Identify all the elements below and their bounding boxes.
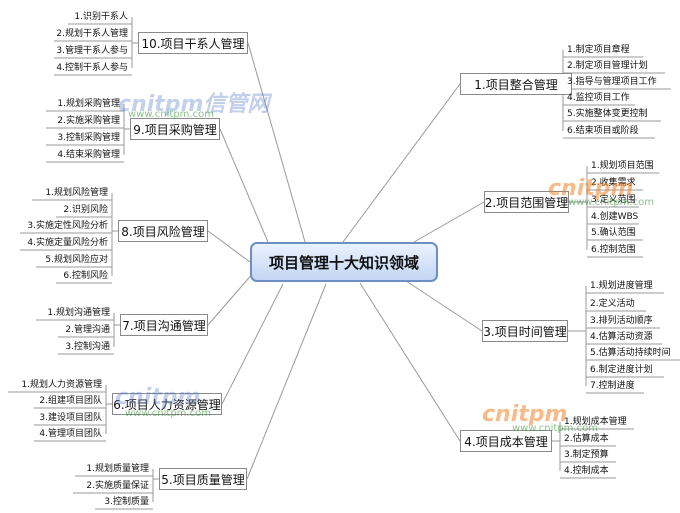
connector-center-to-branch-3 [399, 276, 483, 332]
branch-topic-7[interactable]: 7.项目沟通管理 [120, 314, 208, 336]
subtopic-item[interactable]: 2.管理沟通 [65, 325, 110, 335]
subtopic-item[interactable]: 3.指导与管理项目工作 [567, 77, 657, 87]
branch-topic-2[interactable]: 2.项目范围管理 [484, 191, 569, 213]
connector-center-to-branch-5 [246, 283, 327, 480]
subtopic-item[interactable]: 4.控制成本 [564, 466, 609, 476]
subtopic-item[interactable]: 3.控制采购管理 [57, 133, 120, 143]
subtopic-item[interactable]: 3.实施定性风险分析 [27, 221, 108, 231]
subtopic-item[interactable]: 2.制定项目管理计划 [567, 61, 648, 71]
subtopic-item[interactable]: 4.创建WBS [591, 212, 639, 222]
subtopic-item[interactable]: 2.规划干系人管理 [56, 29, 128, 39]
subtopic-item[interactable]: 3.管理干系人参与 [56, 46, 128, 56]
subtopic-item[interactable]: 4.管理项目团队 [39, 429, 102, 439]
subtopic-item[interactable]: 4.估算活动资源 [590, 332, 653, 342]
subtopic-item[interactable]: 1.规划项目范围 [591, 161, 654, 171]
connector-center-to-branch-1 [342, 83, 461, 243]
connector-center-to-branch-10 [247, 42, 306, 243]
subtopic-item[interactable]: 1.规划风险管理 [45, 188, 108, 198]
subtopic-item[interactable]: 5.估算活动持续时间 [590, 348, 671, 358]
subtopic-item[interactable]: 7.控制进度 [590, 381, 635, 391]
branch-topic-10[interactable]: 10.项目干系人管理 [138, 32, 248, 54]
subtopic-item[interactable]: 2.实施采购管理 [57, 116, 120, 126]
subtopic-item[interactable]: 5.实施整体变更控制 [567, 109, 648, 119]
subtopic-item[interactable]: 1.规划质量管理 [86, 464, 149, 474]
subtopic-item[interactable]: 4.结束采购管理 [57, 150, 120, 160]
subtopic-item[interactable]: 1.规划人力资源管理 [21, 380, 102, 390]
branch-topic-3[interactable]: 3.项目时间管理 [482, 320, 568, 342]
branch-topic-5[interactable]: 5.项目质量管理 [159, 468, 247, 490]
subtopic-item[interactable]: 2.识别风险 [63, 205, 108, 215]
subtopic-item[interactable]: 3.控制质量 [104, 497, 149, 507]
branch-topic-4[interactable]: 4.项目成本管理 [460, 430, 552, 452]
subtopic-item[interactable]: 3.控制沟通 [65, 342, 110, 352]
subtopic-item[interactable]: 6.制定进度计划 [590, 365, 653, 375]
connector-center-to-branch-9 [219, 128, 269, 243]
connector-center-to-branch-6 [221, 283, 284, 405]
subtopic-item[interactable]: 3.排列活动顺序 [590, 316, 653, 326]
subtopic-item[interactable]: 3.制定预算 [564, 450, 609, 460]
subtopic-item[interactable]: 5.规划风险应对 [45, 255, 108, 265]
subtopic-item[interactable]: 1.规划成本管理 [564, 417, 627, 427]
subtopic-item[interactable]: 4.实施定量风险分析 [27, 238, 108, 248]
subtopic-item[interactable]: 1.制定项目章程 [567, 45, 630, 55]
connector-center-to-branch-4 [359, 282, 461, 442]
subtopic-item[interactable]: 6.结束项目或阶段 [567, 126, 639, 136]
subtopic-item[interactable]: 2.组建项目团队 [39, 396, 102, 406]
subtopic-item[interactable]: 6.控制风险 [63, 271, 108, 281]
subtopic-item[interactable]: 3.定义范围 [591, 195, 636, 205]
connector-center-to-branch-7 [207, 271, 255, 326]
branch-topic-8[interactable]: 8.项目风险管理 [118, 220, 208, 242]
subtopic-item[interactable]: 4.控制干系人参与 [56, 63, 128, 73]
branch-topic-6[interactable]: 6.项目人力资源管理 [112, 393, 222, 415]
subtopic-item[interactable]: 5.确认范围 [591, 228, 636, 238]
branch-topic-1[interactable]: 1.项目整合管理 [460, 73, 572, 95]
subtopic-item[interactable]: 2.估算成本 [564, 434, 609, 444]
subtopic-item[interactable]: 6.控制范围 [591, 245, 636, 255]
subtopic-item[interactable]: 1.规划进度管理 [590, 281, 653, 291]
subtopic-item[interactable]: 4.监控项目工作 [567, 93, 630, 103]
subtopic-item[interactable]: 2.实施质量保证 [86, 481, 149, 491]
branch-topic-9[interactable]: 9.项目采购管理 [130, 118, 220, 140]
subtopic-item[interactable]: 2.收集需求 [591, 178, 636, 188]
subtopic-item[interactable]: 3.建设项目团队 [39, 413, 102, 423]
central-topic[interactable]: 项目管理十大知识领域 [250, 242, 438, 282]
subtopic-item[interactable]: 1.识别干系人 [74, 12, 128, 22]
subtopic-item[interactable]: 2.定义活动 [590, 299, 635, 309]
subtopic-item[interactable]: 1.规划沟通管理 [47, 308, 110, 318]
connector-center-to-branch-8 [207, 230, 251, 263]
subtopic-item[interactable]: 1.规划采购管理 [57, 99, 120, 109]
